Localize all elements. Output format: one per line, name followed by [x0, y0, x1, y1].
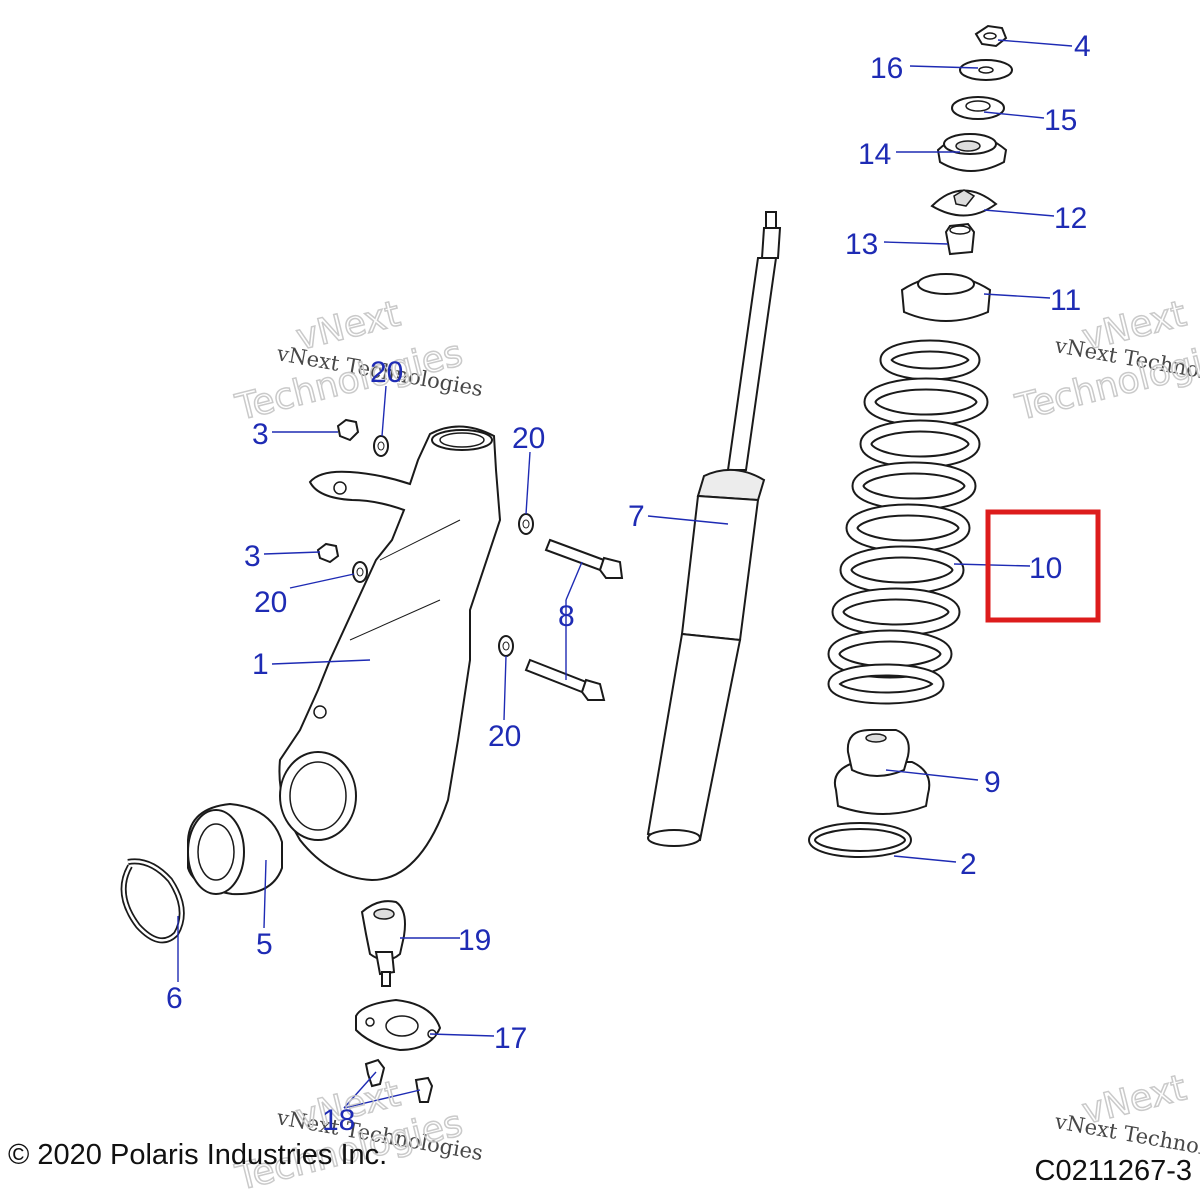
- part-washer-20-mid-left: [352, 561, 368, 583]
- callout-15[interactable]: 15: [1044, 104, 1077, 137]
- part-bump-stop-9: [834, 729, 931, 815]
- callout-5[interactable]: 5: [256, 928, 273, 961]
- part-plate-17: [355, 998, 442, 1052]
- watermark-big-2: Technologies: [231, 333, 466, 429]
- part-mount-14: [936, 133, 1008, 172]
- leader-lines: [177, 39, 1073, 1109]
- callout-3-lower[interactable]: 3: [244, 540, 261, 573]
- part-nut-top: [974, 24, 1008, 48]
- callout-16[interactable]: 16: [870, 52, 903, 85]
- highlight-box: [985, 509, 1101, 623]
- callout-14[interactable]: 14: [858, 138, 891, 171]
- part-snap-ring-6: [120, 858, 185, 944]
- part-washer-20-upper-left: [373, 435, 389, 457]
- callout-4[interactable]: 4: [1074, 30, 1091, 63]
- part-screw-18-right: [414, 1076, 434, 1103]
- callout-10[interactable]: 10: [1029, 552, 1062, 585]
- drawing-number: C0211267-3: [1035, 1155, 1192, 1187]
- copyright-text: © 2020 Polaris Industries Inc.: [8, 1139, 387, 1171]
- callout-labels: 4 16 15 14 12 13 11 3 20 20 3 20 7 10 8 …: [166, 30, 1091, 1137]
- callout-17[interactable]: 17: [494, 1022, 527, 1055]
- part-washer-15: [951, 96, 1005, 120]
- part-washer-16: [959, 59, 1013, 81]
- callout-1[interactable]: 1: [252, 648, 269, 681]
- part-bolt-8-lower: [524, 658, 606, 701]
- part-washer-20-upper-right: [518, 513, 534, 535]
- watermark-big-1: vNext: [292, 294, 404, 359]
- callout-20-upper-left[interactable]: 20: [370, 356, 403, 389]
- callout-13[interactable]: 13: [845, 228, 878, 261]
- part-cap-12: [930, 189, 998, 217]
- callout-7[interactable]: 7: [628, 500, 645, 533]
- part-spring-seat-11: [900, 273, 992, 322]
- callout-20-lower-right[interactable]: 20: [488, 720, 521, 753]
- callout-18[interactable]: 18: [322, 1104, 355, 1137]
- part-bolt-8-upper: [544, 538, 624, 579]
- callout-20-mid-left[interactable]: 20: [254, 586, 287, 619]
- callout-6[interactable]: 6: [166, 982, 183, 1015]
- callout-20-upper-right[interactable]: 20: [512, 422, 545, 455]
- callout-9[interactable]: 9: [984, 766, 1001, 799]
- callout-3-upper[interactable]: 3: [252, 418, 269, 451]
- part-strut-7: [646, 211, 782, 847]
- part-coil-spring-10: [827, 339, 989, 705]
- part-washer-20-lower-right: [498, 635, 514, 657]
- part-nut-13: [944, 222, 976, 256]
- callout-12[interactable]: 12: [1054, 202, 1087, 235]
- part-ball-joint-19: [360, 900, 406, 987]
- part-bearing-5: [187, 802, 283, 896]
- part-knuckle-1: [278, 425, 502, 882]
- part-nut-3-upper: [336, 418, 360, 442]
- part-nut-3-lower: [316, 542, 340, 564]
- callout-2[interactable]: 2: [960, 848, 977, 881]
- callout-8[interactable]: 8: [558, 600, 575, 633]
- callout-11[interactable]: 11: [1050, 284, 1081, 317]
- callout-19[interactable]: 19: [458, 924, 491, 957]
- part-ring-2: [808, 822, 912, 858]
